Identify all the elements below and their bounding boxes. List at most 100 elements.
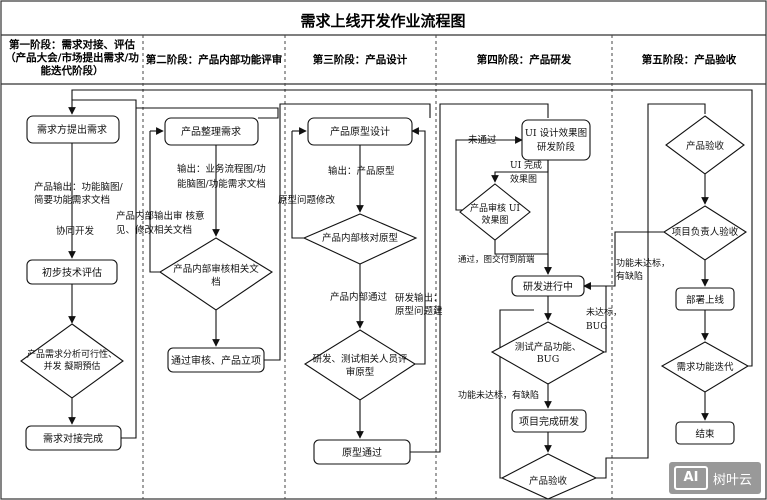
node-p5-accept — [665, 115, 745, 175]
annotation-a3-pass: 产品内部通过 — [330, 291, 388, 303]
annotation-a3-revise-line: 原型问题修改 — [278, 194, 336, 206]
node-label-p4-done: 项目完成研发 — [519, 415, 579, 428]
node-label-p2-sort: 产品整理需求 — [181, 125, 241, 138]
annotation-a3-dev_out: 研发输出：原型问题建 — [395, 292, 443, 317]
annotation-a4-bug-line: 未达标， — [586, 306, 622, 318]
node-label-p5-end: 结束 — [695, 428, 715, 440]
node-p5-deploy — [675, 287, 735, 311]
node-label-p4-dev-line: 研发进行中 — [523, 280, 573, 293]
node-label-p5-deploy-line: 部署上线 — [686, 294, 725, 306]
node-p3-decision — [302, 213, 418, 265]
phase-header-2-line: 第二阶段：产品内部功能评审 — [146, 53, 283, 66]
node-label-p4-ui: UI 设计效果图研发阶段 — [525, 127, 587, 153]
annotation-a5-fail-line: 有缺陷 — [616, 270, 643, 282]
edge-p3-to-p4 — [410, 103, 549, 453]
node-label-p3-decision: 产品内部核对原型 — [322, 232, 399, 244]
edge-p4-test-bug — [583, 282, 607, 353]
node-label-p3-decision-line: 产品内部核对原型 — [322, 232, 399, 244]
node-label-p3-review-line: 研发、测试相关人员评 — [312, 353, 408, 365]
annotation-a2-return: 产品内部输出审 核意见、修改相关文档 — [116, 210, 205, 236]
phase-header-1-line: （产品大会/市场提出需求/功 — [5, 51, 139, 64]
node-label-p4-dev: 研发进行中 — [523, 280, 573, 293]
node-label-p4-accept: 产品验收 — [529, 475, 568, 487]
annotation-a3-output: 输出：产品原型 — [328, 165, 395, 177]
node-label-p5-accept-line: 产品验收 — [686, 140, 725, 152]
node-label-p2-pass: 通过审核、产品立项 — [171, 354, 261, 367]
node-label-p5-decision-line: 项目负责人验收 — [672, 226, 739, 238]
node-label-p2-decision-line: 档 — [211, 276, 221, 288]
edge-p4-decision-fail — [455, 136, 523, 211]
node-label-p4-decision-line: 效果图 — [481, 214, 508, 226]
annotation-a4-fail2-line: 功能未达标，有缺陷 — [458, 389, 539, 401]
edge-p3-review-return — [411, 127, 426, 365]
node-label-p5-end-line: 结束 — [695, 428, 715, 440]
node-label-p4-accept-line: 产品验收 — [529, 475, 568, 487]
node-label-p1-decision-line: 并发 擬期預估 — [44, 360, 101, 372]
node-label-p4-test: 测试产品功能、BUG — [515, 341, 582, 365]
node-label-p4-test-line: BUG — [537, 354, 560, 365]
node-p3-pass — [313, 439, 411, 465]
node-p5-iter — [660, 341, 750, 393]
node-label-p4-test-line: 测试产品功能、 — [515, 341, 582, 353]
node-label-p1-assess-line: 初步技术评估 — [42, 266, 102, 279]
phase-header-2: 第二阶段：产品内部功能评审 — [146, 53, 283, 66]
node-label-p2-pass-line: 通过审核、产品立项 — [171, 354, 261, 367]
edge-p1-loop-to-start — [68, 99, 137, 439]
node-p5-decision — [662, 205, 748, 261]
node-label-p4-done-line: 项目完成研发 — [519, 415, 579, 428]
node-label-p5-deploy: 部署上线 — [686, 294, 725, 306]
node-p4-accept — [500, 453, 598, 500]
annotation-a5-fail: 功能未达标，有缺陷 — [616, 257, 670, 282]
node-label-p1-decision: 产品需求分析可行性、并发 擬期預估 — [27, 348, 117, 372]
phase-header-4-line: 第四阶段：产品研发 — [477, 53, 572, 66]
node-p4-test — [490, 321, 606, 385]
annotation-a1-cowork-line: 协同开发 — [56, 225, 95, 237]
annotation-a1-output: 产品输出：功能脑图/简要功能需求文档 — [34, 181, 124, 206]
node-label-p3-pass: 原型通过 — [342, 446, 382, 459]
edge-p5-decision-fail — [583, 231, 664, 290]
phase-header-1-line: 能迭代阶段） — [41, 64, 104, 77]
node-p2-pass — [167, 347, 265, 373]
annotation-a4-bug: 未达标， BUG — [586, 306, 622, 332]
edge-p2-to-p3 — [264, 103, 431, 361]
node-label-p4-ui-line: 研发阶段 — [537, 141, 576, 153]
edge-p1-to-p2-entry — [136, 107, 279, 119]
node-label-p5-accept: 产品验收 — [686, 140, 725, 152]
node-label-p1-start: 需求方提出需求 — [37, 123, 107, 136]
node-p1-assess — [26, 259, 118, 285]
node-p1-start — [26, 115, 120, 144]
phase-header-3: 第三阶段：产品设计 — [313, 53, 408, 66]
node-p5-end — [675, 421, 735, 445]
phase-header-1-line: 第一阶段：需求对接、评估 — [9, 38, 135, 51]
node-p2-decision — [158, 237, 274, 311]
node-label-p2-sort-line: 产品整理需求 — [181, 125, 241, 138]
edge-p5-iter-loop — [71, 89, 753, 367]
annotation-a2-output-line: 输出：业务流程图/功 — [177, 163, 266, 175]
node-label-p2-decision: 产品内部审核相关文档 — [173, 263, 259, 288]
phase-header-5-line: 第五阶段：产品验收 — [642, 53, 737, 66]
annotation-a2-return-line: 产品内部输出审 核意 — [116, 210, 205, 222]
annotation-a5-fail-line: 功能未达标， — [616, 257, 670, 269]
node-label-p5-iter-line: 需求功能迭代 — [676, 361, 734, 373]
node-label-p3-pass-line: 原型通过 — [342, 446, 382, 459]
annotation-a4-deliver: 通过，图交付到前端 — [458, 254, 535, 265]
phase-header-1: 第一阶段：需求对接、评估（产品大会/市场提出需求/功能迭代阶段） — [5, 38, 139, 77]
annotation-a4-fail: 未通过 — [468, 134, 497, 146]
node-label-p1-assess: 初步技术评估 — [42, 266, 102, 279]
annotation-a4-ui_done-line: 效果图 — [510, 173, 537, 185]
edge-p3-decision-return — [291, 131, 304, 239]
node-p3-review — [303, 329, 417, 401]
node-p4-done — [511, 409, 587, 433]
annotation-a4-deliver-line: 通过，图交付到前端 — [458, 254, 535, 265]
annotation-a4-bug-line: BUG — [586, 322, 607, 332]
node-label-p3-proto: 产品原型设计 — [330, 125, 390, 138]
annotation-a2-output: 输出：业务流程图/功能脑图/功能需求文档 — [177, 163, 266, 190]
node-label-p1-end-line: 需求对接完成 — [43, 432, 103, 445]
node-p4-dev — [511, 275, 585, 297]
diagram-title: 需求上线开发作业流程图 — [300, 12, 465, 30]
node-label-p1-decision-line: 产品需求分析可行性、 — [27, 348, 117, 360]
annotation-a1-output-line: 简要功能需求文档 — [34, 194, 110, 206]
node-label-p4-ui-line: UI 设计效果图 — [525, 127, 587, 139]
